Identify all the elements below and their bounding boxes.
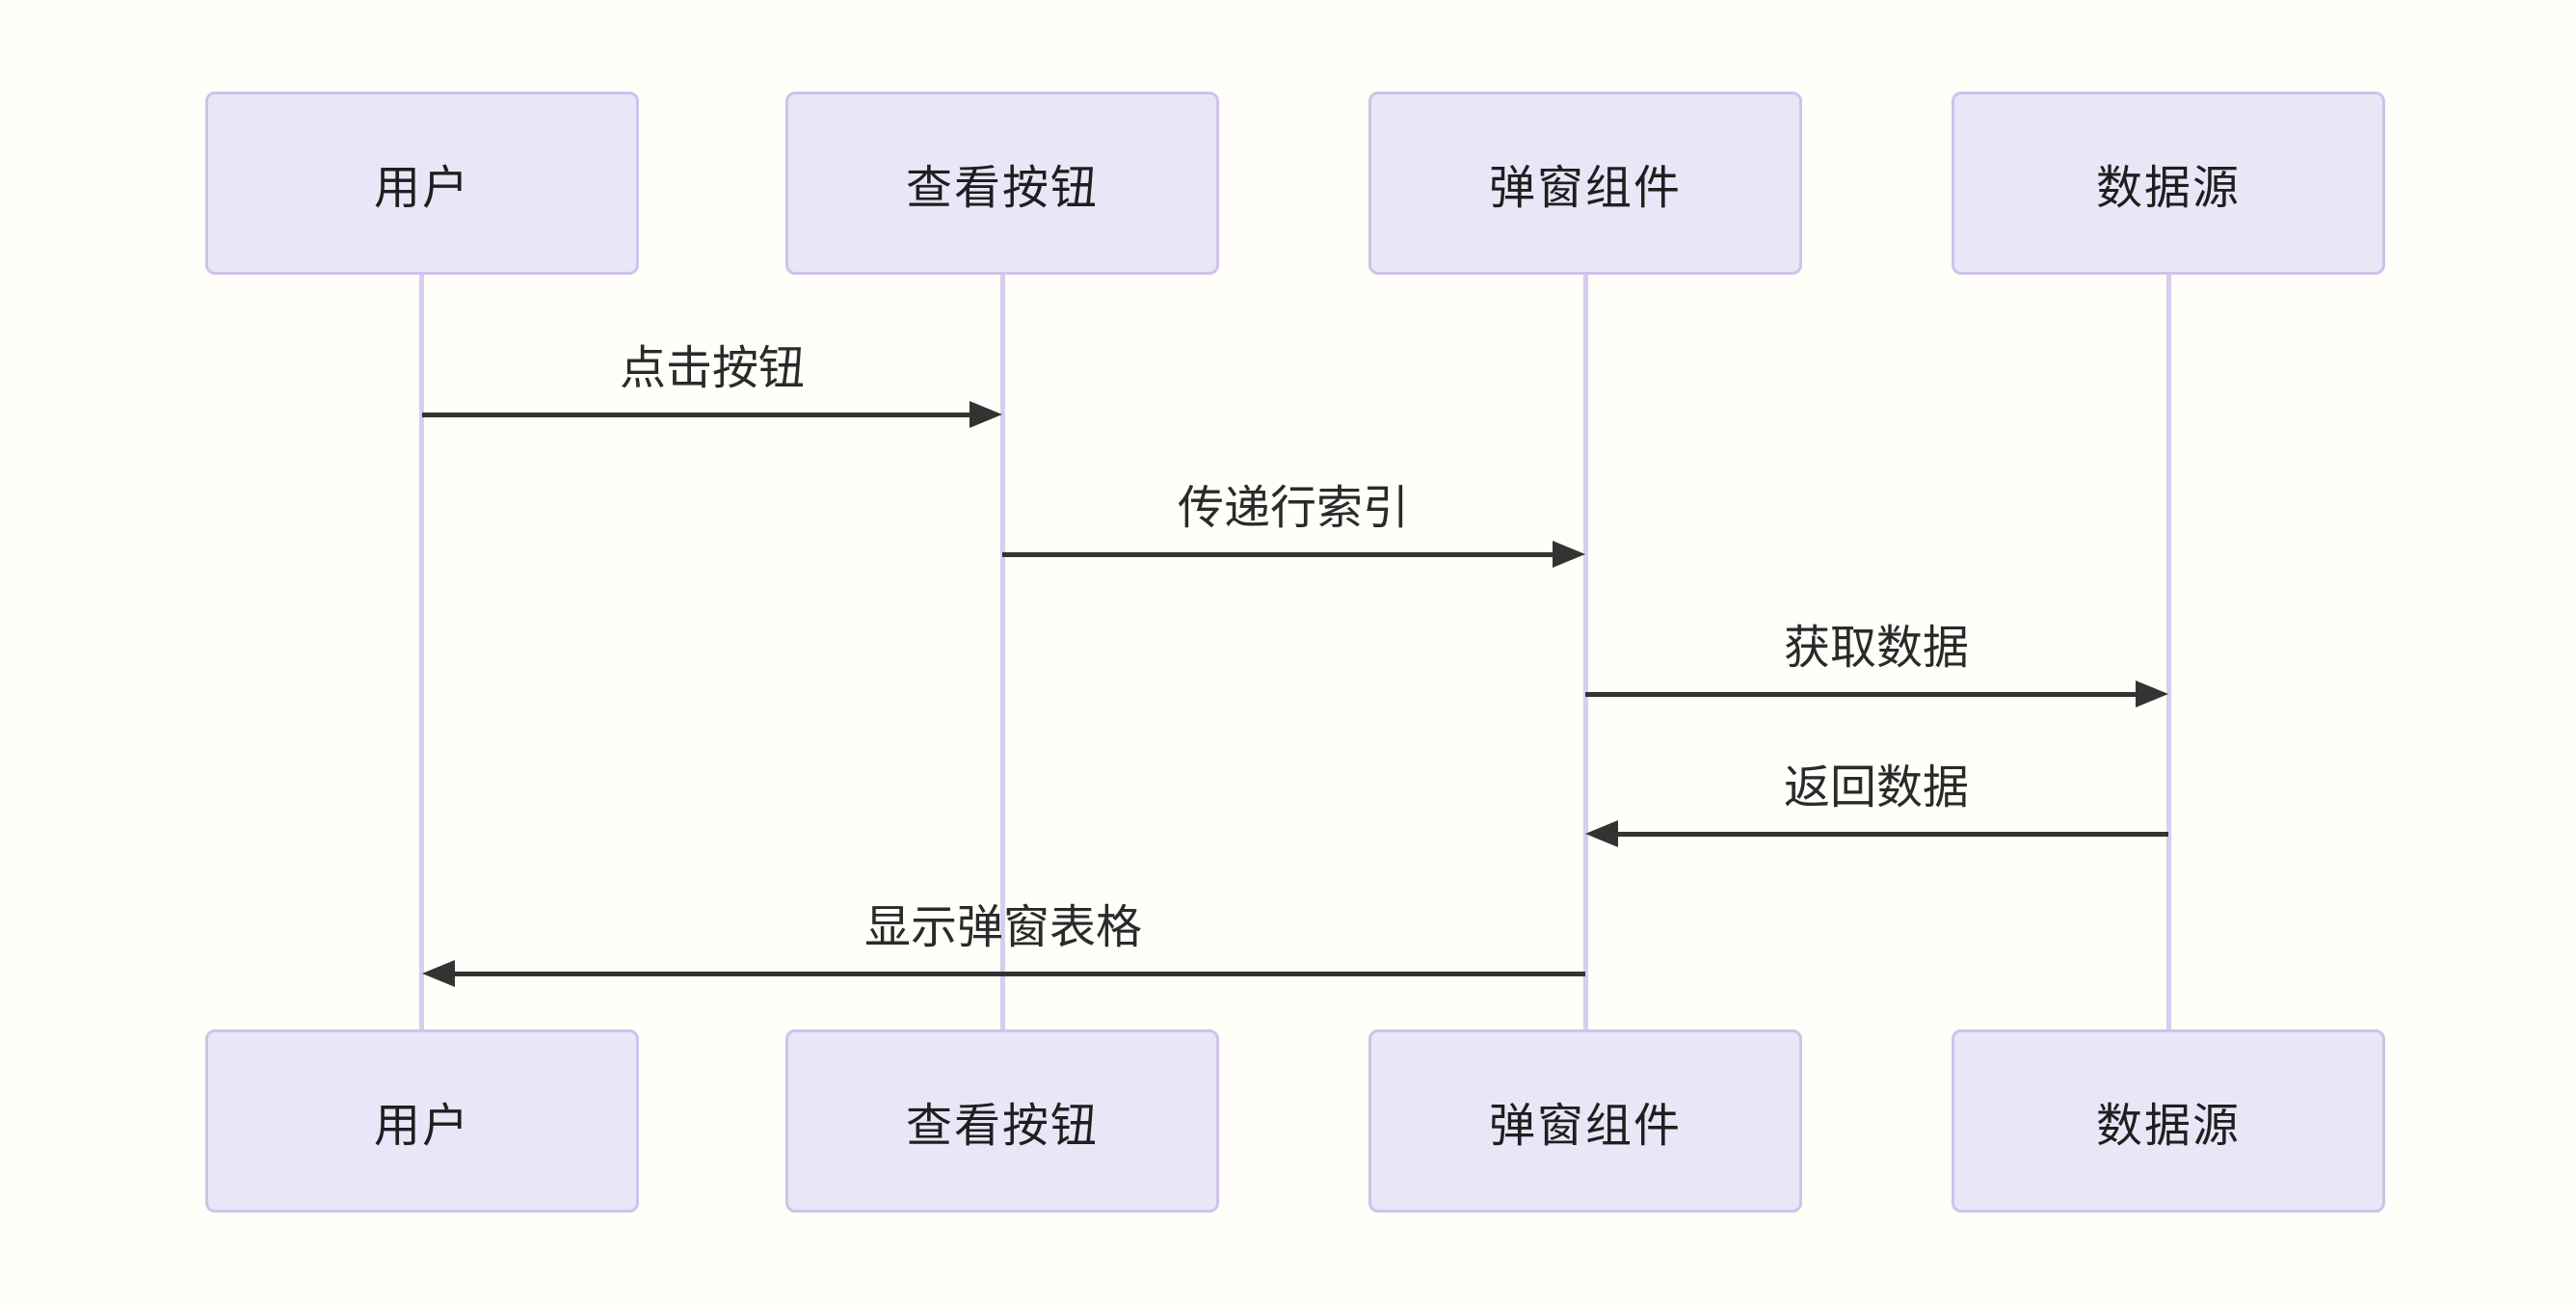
- message-label-show-popup-table: 显示弹窗表格: [863, 902, 1143, 953]
- actor-label: 数据源: [2095, 163, 2241, 214]
- arrowhead-right-icon: [2136, 680, 2168, 707]
- arrow-line: [1585, 692, 2139, 697]
- message-label-click-button: 点击按钮: [619, 343, 806, 394]
- actor-top-view-button: 查看按钮: [785, 92, 1219, 275]
- message-label-return-data: 返回数据: [1783, 762, 1970, 814]
- message-arrow-return-data: [1585, 820, 2168, 847]
- actor-label: 数据源: [2095, 1101, 2241, 1152]
- actor-bottom-view-button: 查看按钮: [785, 1029, 1219, 1213]
- message-arrow-fetch-data: [1585, 680, 2168, 707]
- arrow-line: [1614, 832, 2168, 837]
- message-arrow-click-button: [422, 401, 1002, 428]
- message-arrow-pass-row-index: [1002, 541, 1585, 568]
- arrowhead-right-icon: [1553, 541, 1585, 568]
- arrowhead-right-icon: [969, 401, 1002, 428]
- lifeline-view-button: [1000, 275, 1005, 1029]
- arrow-line: [1002, 552, 1556, 557]
- arrow-line: [422, 413, 973, 417]
- actor-label: 查看按钮: [905, 1101, 1099, 1152]
- actor-top-data-source: 数据源: [1952, 92, 2385, 275]
- actor-bottom-data-source: 数据源: [1952, 1029, 2385, 1213]
- actor-bottom-popup-component: 弹窗组件: [1368, 1029, 1802, 1213]
- actor-top-popup-component: 弹窗组件: [1368, 92, 1802, 275]
- actor-top-user: 用户: [205, 92, 639, 275]
- actor-bottom-user: 用户: [205, 1029, 639, 1213]
- actor-label: 弹窗组件: [1488, 163, 1682, 214]
- lifeline-data-source: [2166, 275, 2171, 1029]
- arrow-line: [451, 972, 1585, 976]
- message-arrow-show-popup-table: [422, 960, 1585, 987]
- actor-label: 用户: [373, 163, 470, 214]
- message-label-fetch-data: 获取数据: [1783, 623, 1970, 674]
- actor-label: 弹窗组件: [1488, 1101, 1682, 1152]
- actor-label: 用户: [373, 1101, 470, 1152]
- arrowhead-left-icon: [422, 960, 455, 987]
- arrowhead-left-icon: [1585, 820, 1618, 847]
- actor-label: 查看按钮: [905, 163, 1099, 214]
- message-label-pass-row-index: 传递行索引: [1177, 483, 1410, 534]
- lifeline-popup-component: [1583, 275, 1588, 1029]
- lifeline-user: [419, 275, 424, 1029]
